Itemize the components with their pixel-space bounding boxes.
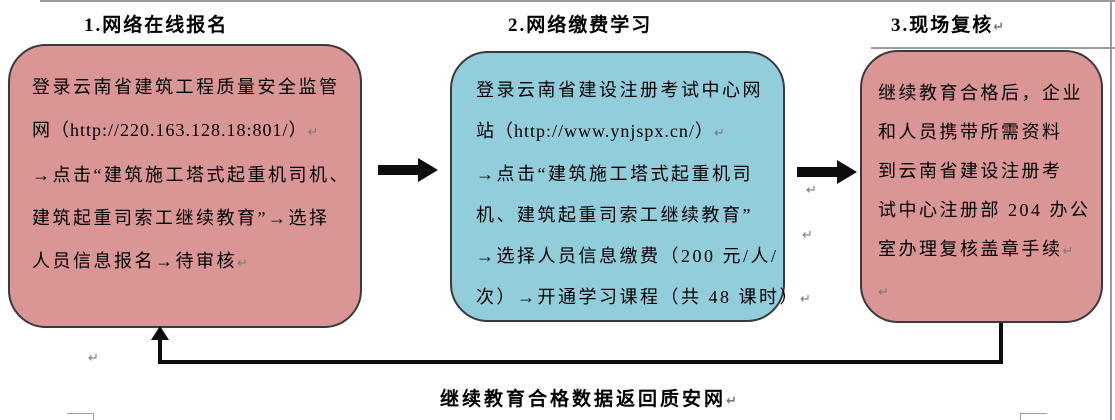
arrow-right-icon — [378, 158, 438, 182]
step2-url-text: 站（http://www.ynjspx.cn/） — [476, 121, 714, 141]
step1-title: 1.网络在线报名 — [84, 10, 228, 37]
paragraph-mark: ↵ — [88, 351, 99, 366]
step2-box: 登录云南省建设注册考试中心网 站（http://www.ynjspx.cn/）↵… — [450, 51, 811, 322]
paragraph-mark: ↵ — [726, 394, 737, 409]
step2-text: 登录云南省建设注册考试中心网 — [476, 80, 763, 100]
paragraph-mark: ↵ — [993, 20, 1005, 35]
paragraph-mark: ↵ — [237, 256, 248, 271]
step3-text: 室办理复核盖章手续 — [878, 239, 1063, 259]
step1-line: →点击“建筑施工塔式起重机司机、 — [32, 154, 360, 197]
step3-text: 试中心注册部 204 办公 — [878, 200, 1091, 220]
step3-box: 继续教育合格后，企业 和人员携带所需资料 到云南省建设注册考 试中心注册部 20… — [860, 50, 1103, 323]
table-border-right — [1110, 0, 1112, 420]
step2-text: 次）→开通学习课程（共 48 课时） — [476, 287, 800, 307]
step1-text: 登录云南省建筑工程质量安全监管 — [32, 77, 340, 97]
paragraph-mark: ↵ — [878, 285, 889, 300]
step1-box: 登录云南省建筑工程质量安全监管 网（http://220.163.128.18:… — [8, 44, 362, 328]
step2-line: 机、建筑起重司索工继续教育” — [476, 195, 783, 236]
paragraph-mark: ↵ — [713, 126, 725, 141]
step1-url-text: 网（http://220.163.128.18:801/） — [32, 120, 308, 140]
table-border-top — [40, 0, 1115, 2]
step1-text: →点击“建筑施工塔式起重机司机、 — [32, 165, 350, 185]
step1-line: 建筑起重司索工继续教育”→选择 — [32, 197, 360, 240]
step2-text: →选择人员信息缴费（200 元/人/ — [476, 246, 779, 266]
step1-line: 登录云南省建筑工程质量安全监管 — [32, 66, 360, 109]
step3-text: 继续教育合格后，企业 — [878, 83, 1083, 103]
step3-line: ↵ — [878, 271, 1101, 312]
step2-line: 站（http://www.ynjspx.cn/）↵ — [476, 111, 783, 154]
paragraph-mark: ↵ — [806, 183, 817, 198]
step2-line: →点击“建筑施工塔式起重机司 — [476, 154, 783, 195]
step3-line: 室办理复核盖章手续↵ — [878, 230, 1101, 271]
step3-line: 到云南省建设注册考 — [878, 152, 1101, 191]
step3-line: 继续教育合格后，企业 — [878, 74, 1101, 113]
return-line-right — [999, 323, 1003, 364]
step3-text: 到云南省建设注册考 — [878, 161, 1063, 181]
table-corner-mark-right — [1020, 413, 1047, 420]
paragraph-mark: ↵ — [1062, 244, 1074, 259]
step2-line: 登录云南省建设注册考试中心网 — [476, 70, 783, 111]
step1-text: 人员信息报名→待审核 — [32, 251, 237, 271]
step2-title-label: 2.网络缴费学习 — [508, 15, 653, 36]
step1-text: 建筑起重司索工继续教育”→选择 — [32, 208, 330, 228]
paragraph-mark: ↵ — [802, 228, 813, 243]
step1-line: 人员信息报名→待审核↵ — [32, 240, 360, 285]
step3-title-label: 3.现场复核 — [891, 15, 994, 36]
arrow-right-icon — [797, 160, 857, 184]
arrow-up-icon — [151, 326, 169, 340]
step2-title: 2.网络缴费学习 — [508, 10, 652, 37]
step3-line: 试中心注册部 204 办公 — [878, 191, 1101, 230]
table-border-cell3-top — [871, 47, 1115, 49]
step1-title-label: 1.网络在线报名 — [84, 15, 229, 36]
step3-text: 和人员携带所需资料 — [878, 122, 1063, 142]
caption: 继续教育合格数据返回质安网↵ — [440, 384, 737, 411]
step2-text: →点击“建筑施工塔式起重机司 — [476, 164, 753, 184]
step2-line: 次）→开通学习课程（共 48 课时）↵ — [476, 277, 811, 320]
return-line-left — [158, 339, 162, 362]
paragraph-mark: ↵ — [307, 125, 319, 140]
paragraph-mark: ↵ — [800, 292, 811, 307]
table-corner-mark-left — [67, 413, 94, 420]
step2-text: 机、建筑起重司索工继续教育” — [476, 205, 753, 225]
return-line-bottom — [158, 360, 1003, 364]
caption-text: 继续教育合格数据返回质安网 — [440, 389, 727, 410]
step1-line: 网（http://220.163.128.18:801/）↵ — [32, 109, 360, 154]
step2-line: →选择人员信息缴费（200 元/人/ — [476, 236, 783, 277]
step3-line: 和人员携带所需资料 — [878, 113, 1101, 152]
step3-title: 3.现场复核↵ — [891, 10, 1004, 37]
